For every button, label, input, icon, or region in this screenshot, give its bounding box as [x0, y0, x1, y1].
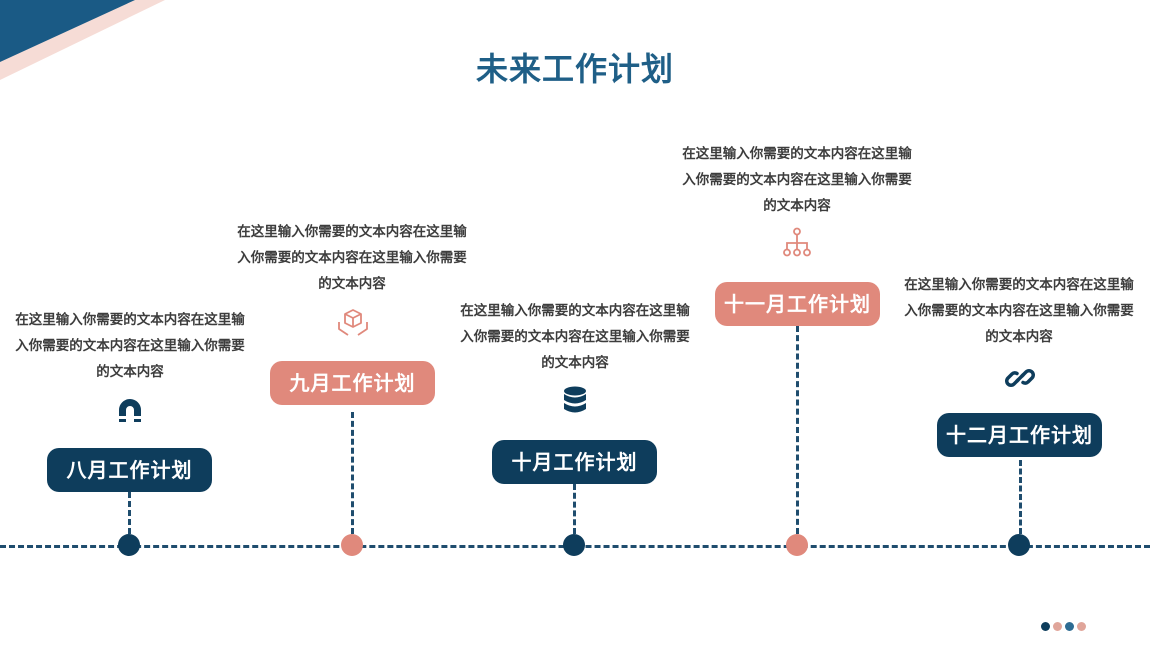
milestone-november-label[interactable]: 十一月工作计划: [715, 282, 880, 326]
milestone-october-stem: [573, 484, 576, 534]
box-in-hands-icon: [338, 309, 368, 336]
database-icon: [564, 386, 586, 413]
milestone-description: 在这里输入你需要的文本内容在这里输入你需要的文本内容在这里输入你需要的文本内容: [237, 224, 467, 292]
pager-dot: [1041, 622, 1050, 631]
milestone-description: 在这里输入你需要的文本内容在这里输入你需要的文本内容在这里输入你需要的文本内容: [904, 277, 1134, 345]
milestone-august-stem: [128, 492, 131, 534]
page-title: 未来工作计划: [475, 50, 674, 88]
milestone-november-stem: [796, 326, 799, 534]
milestone-august-label[interactable]: 八月工作计划: [47, 448, 212, 492]
milestone-december-stem: [1019, 460, 1022, 534]
milestone-description: 在这里输入你需要的文本内容在这里输入你需要的文本内容在这里输入你需要的文本内容: [682, 146, 912, 214]
milestone-november-description: 在这里输入你需要的文本内容在这里输入你需要的文本内容在这里输入你需要的文本内容: [677, 141, 917, 219]
link-icon: [1005, 369, 1035, 387]
milestone-august-description: 在这里输入你需要的文本内容在这里输入你需要的文本内容在这里输入你需要的文本内容: [10, 307, 250, 385]
pager-dot: [1053, 622, 1062, 631]
slide-pager-dots: [1041, 616, 1089, 631]
milestone-october-description: 在这里输入你需要的文本内容在这里输入你需要的文本内容在这里输入你需要的文本内容: [455, 298, 695, 376]
milestone-december-dot[interactable]: [1008, 534, 1030, 556]
milestone-august-dot[interactable]: [118, 534, 140, 556]
milestone-september-stem: [351, 412, 354, 534]
corner-decoration: [0, 0, 165, 80]
magnet-icon: [119, 399, 141, 422]
milestone-october-dot[interactable]: [563, 534, 585, 556]
milestone-november-dot[interactable]: [786, 534, 808, 556]
milestone-december-label[interactable]: 十二月工作计划: [937, 413, 1102, 457]
pager-dot: [1065, 622, 1074, 631]
milestone-description: 在这里输入你需要的文本内容在这里输入你需要的文本内容在这里输入你需要的文本内容: [15, 312, 245, 380]
milestone-december-description: 在这里输入你需要的文本内容在这里输入你需要的文本内容在这里输入你需要的文本内容: [899, 272, 1139, 350]
milestone-september-description: 在这里输入你需要的文本内容在这里输入你需要的文本内容在这里输入你需要的文本内容: [232, 219, 472, 297]
milestone-september-dot[interactable]: [341, 534, 363, 556]
milestone-description: 在这里输入你需要的文本内容在这里输入你需要的文本内容在这里输入你需要的文本内容: [460, 303, 690, 371]
milestone-october-label[interactable]: 十月工作计划: [492, 440, 657, 484]
pager-dot: [1077, 622, 1086, 631]
hierarchy-icon: [783, 227, 811, 257]
milestone-september-label[interactable]: 九月工作计划: [270, 361, 435, 405]
